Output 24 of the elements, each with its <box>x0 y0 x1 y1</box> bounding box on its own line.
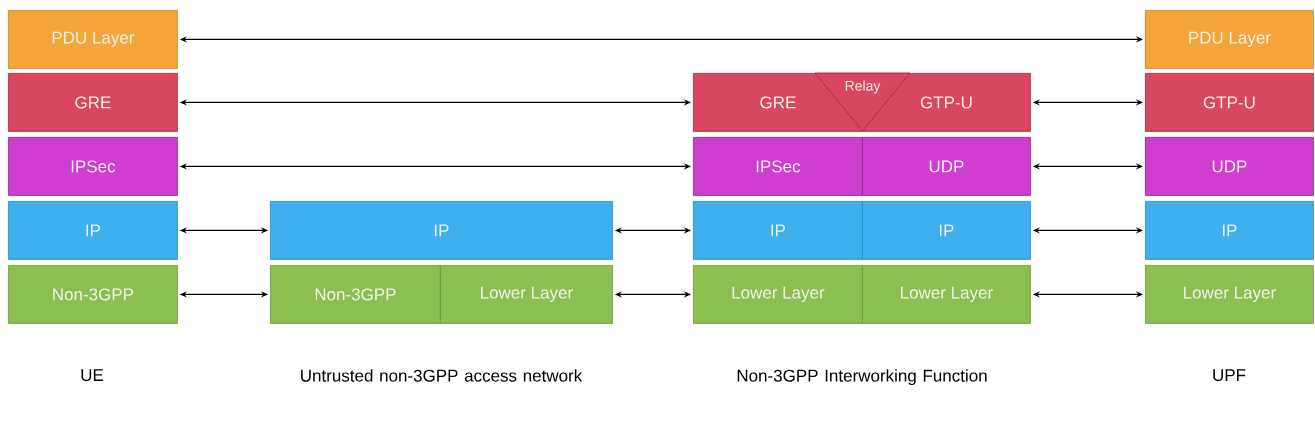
protocol-layer-box: IP <box>1145 201 1314 260</box>
protocol-layer-box: IPSec <box>693 137 863 196</box>
protocol-layer-box: PDU Layer <box>8 10 178 69</box>
protocol-layer-box: Lower Layer <box>1145 265 1314 324</box>
column-label: Untrusted non-3GPP access network <box>301 369 583 382</box>
protocol-layer-box: PDU Layer <box>1145 10 1314 69</box>
protocol-layer-box: Lower Layer <box>862 265 1031 324</box>
protocol-layer-box: GRE <box>8 73 178 132</box>
protocol-layer-box: IP <box>8 201 178 260</box>
protocol-layer-box: UDP <box>862 137 1031 196</box>
protocol-layer-box: IP <box>693 201 863 260</box>
protocol-layer-box: IP <box>862 201 1031 260</box>
protocol-layer-box: IPSec <box>8 137 178 196</box>
protocol-layer-box: Non-3GPP <box>270 265 441 324</box>
relay-triangle: Relay <box>814 72 911 132</box>
protocol-layer-box: IP <box>270 201 613 260</box>
protocol-layer-box: Lower Layer <box>693 265 863 324</box>
column-label: UPF <box>1213 369 1246 382</box>
column-label: UE <box>81 369 104 382</box>
column-label: Non-3GPP Interworking Function <box>737 369 987 386</box>
protocol-layer-box: UDP <box>1145 137 1314 196</box>
protocol-layer-box: Non-3GPP <box>8 265 178 324</box>
protocol-layer-box: Lower Layer <box>440 265 613 324</box>
protocol-layer-box: GTP-U <box>1145 73 1314 132</box>
